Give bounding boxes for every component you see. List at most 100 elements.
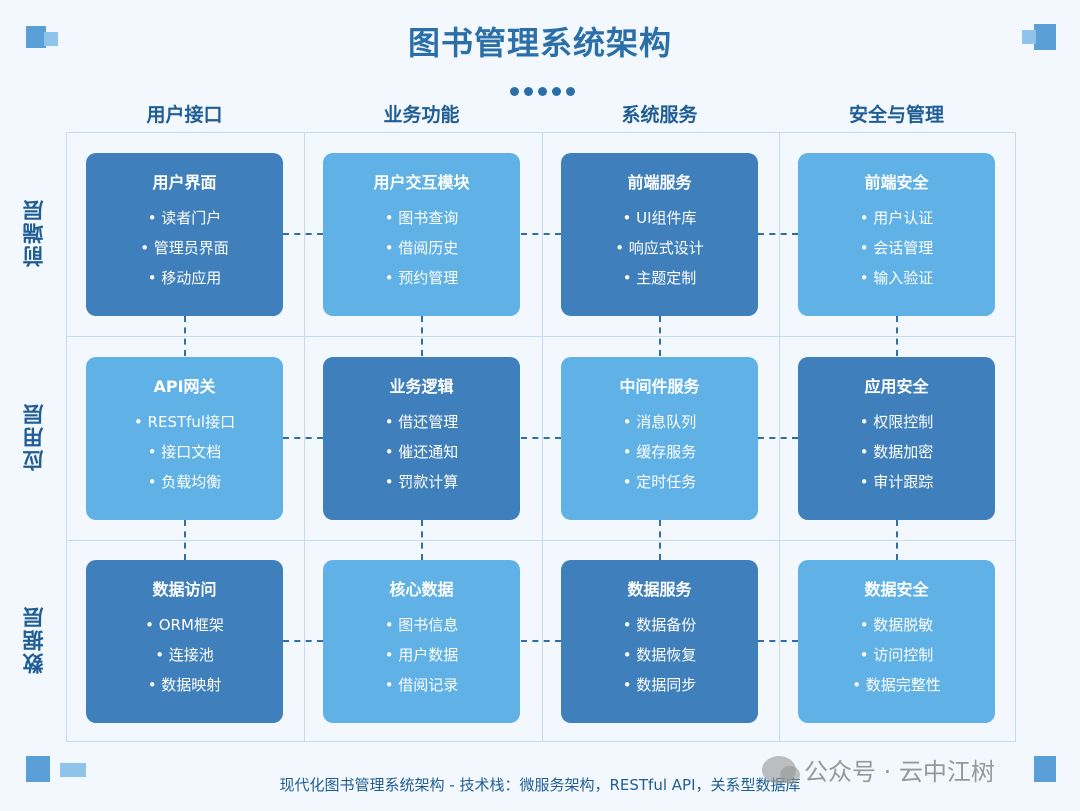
card-item: • 会话管理 [859, 239, 934, 257]
divider-dot [538, 87, 547, 96]
corner-decoration-top-right-small [1022, 30, 1036, 44]
card-item: • 输入验证 [859, 269, 934, 287]
card-item: • 罚款计算 [384, 473, 459, 491]
card-item: • 数据完整性 [852, 676, 941, 694]
card-item: • 读者门户 [147, 209, 222, 227]
card-item: • 催还通知 [384, 443, 459, 461]
card-item: • 借还管理 [384, 413, 459, 431]
connector-line [421, 520, 423, 560]
card-title: 数据服务 [627, 580, 692, 599]
card-item: • 数据同步 [622, 676, 697, 694]
card-frontend-service: 前端服务 • UI组件库 • 响应式设计 • 主题定制 [561, 153, 758, 316]
row-header-frontend: 前端层 [22, 198, 46, 268]
card-item: • 接口文档 [147, 443, 222, 461]
card-item: • 数据映射 [147, 676, 222, 694]
card-item: • 数据脱敏 [859, 616, 934, 634]
card-item: • 负载均衡 [147, 473, 222, 491]
card-title: 业务逻辑 [389, 377, 454, 396]
watermark: 公众号 · 云中江树 [762, 752, 995, 787]
title-divider-dots [510, 87, 575, 96]
card-title: 前端服务 [627, 173, 692, 192]
card-user-interface: 用户界面 • 读者门户 • 管理员界面 • 移动应用 [86, 153, 283, 316]
connector-line [521, 233, 561, 235]
connector-line [758, 640, 798, 642]
connector-line [283, 640, 323, 642]
card-item: • 消息队列 [622, 413, 697, 431]
card-item: • 缓存服务 [622, 443, 697, 461]
card-core-data: 核心数据 • 图书信息 • 用户数据 • 借阅记录 [323, 560, 520, 723]
card-item: • 用户数据 [384, 646, 459, 664]
card-title: 应用安全 [864, 377, 929, 396]
card-title: 用户交互模块 [373, 173, 470, 192]
card-title: 中间件服务 [619, 377, 700, 396]
card-title: 用户界面 [152, 173, 217, 192]
grid-line [67, 336, 1015, 337]
card-item: • 借阅记录 [384, 676, 459, 694]
column-header-business-functions: 业务功能 [383, 104, 460, 126]
card-api-gateway: API网关 • RESTful接口 • 接口文档 • 负载均衡 [86, 357, 283, 520]
connector-line [283, 437, 323, 439]
divider-dot [510, 87, 519, 96]
card-item: • 审计跟踪 [859, 473, 934, 491]
connector-line [758, 233, 798, 235]
card-business-logic: 业务逻辑 • 借还管理 • 催还通知 • 罚款计算 [323, 357, 520, 520]
connector-line [521, 437, 561, 439]
card-item: • 连接池 [155, 646, 214, 664]
footer-caption: 现代化图书管理系统架构 - 技术栈：微服务架构，RESTful API，关系型数… [279, 776, 801, 794]
connector-line [283, 233, 323, 235]
connector-line [896, 316, 898, 356]
corner-decoration-top-right [1034, 24, 1056, 50]
card-item: • 定时任务 [622, 473, 697, 491]
card-item: • 用户认证 [859, 209, 934, 227]
card-item: • 移动应用 [147, 269, 222, 287]
card-title: 数据访问 [152, 580, 217, 599]
card-item: • 预约管理 [384, 269, 459, 287]
card-item: • 数据备份 [622, 616, 697, 634]
card-item: • UI组件库 [622, 209, 697, 227]
card-item: • 访问控制 [859, 646, 934, 664]
connector-line [184, 520, 186, 560]
card-item: • 借阅历史 [384, 239, 459, 257]
card-title: 前端安全 [864, 173, 929, 192]
card-item: • ORM框架 [145, 616, 224, 634]
card-data-access: 数据访问 • ORM框架 • 连接池 • 数据映射 [86, 560, 283, 723]
card-data-security: 数据安全 • 数据脱敏 • 访问控制 • 数据完整性 [798, 560, 995, 723]
column-header-security-management: 安全与管理 [848, 104, 944, 126]
card-title: 数据安全 [864, 580, 929, 599]
card-item: • 数据加密 [859, 443, 934, 461]
row-header-application: 应用层 [22, 402, 46, 472]
card-item: • RESTful接口 [133, 413, 236, 431]
corner-decoration-top-left [26, 26, 46, 48]
wechat-icon [762, 755, 800, 784]
connector-line [184, 316, 186, 356]
card-frontend-security: 前端安全 • 用户认证 • 会话管理 • 输入验证 [798, 153, 995, 316]
connector-line [659, 520, 661, 560]
card-user-interaction-module: 用户交互模块 • 图书查询 • 借阅历史 • 预约管理 [323, 153, 520, 316]
column-header-system-services: 系统服务 [621, 104, 698, 126]
card-item: • 响应式设计 [615, 239, 704, 257]
corner-decoration-bottom-right [1034, 756, 1056, 782]
connector-line [758, 437, 798, 439]
watermark-text: 公众号 · 云中江树 [804, 758, 995, 786]
card-item: • 图书信息 [384, 616, 459, 634]
row-header-data: 数据层 [22, 605, 46, 675]
card-title: 核心数据 [389, 580, 454, 599]
card-title: API网关 [153, 377, 216, 396]
card-item: • 图书查询 [384, 209, 459, 227]
column-header-user-interface: 用户接口 [146, 104, 223, 126]
corner-decoration-bottom-left [26, 756, 50, 782]
card-item: • 主题定制 [622, 269, 697, 287]
card-item: • 管理员界面 [140, 239, 229, 257]
divider-dot [552, 87, 561, 96]
divider-dot [524, 87, 533, 96]
connector-line [521, 640, 561, 642]
card-middleware-service: 中间件服务 • 消息队列 • 缓存服务 • 定时任务 [561, 357, 758, 520]
connector-line [659, 316, 661, 356]
card-item: • 数据恢复 [622, 646, 697, 664]
card-data-service: 数据服务 • 数据备份 • 数据恢复 • 数据同步 [561, 560, 758, 723]
page-title: 图书管理系统架构 [407, 24, 672, 62]
connector-line [421, 316, 423, 356]
corner-decoration-bottom-left-small [60, 763, 86, 777]
card-application-security: 应用安全 • 权限控制 • 数据加密 • 审计跟踪 [798, 357, 995, 520]
divider-dot [566, 87, 575, 96]
